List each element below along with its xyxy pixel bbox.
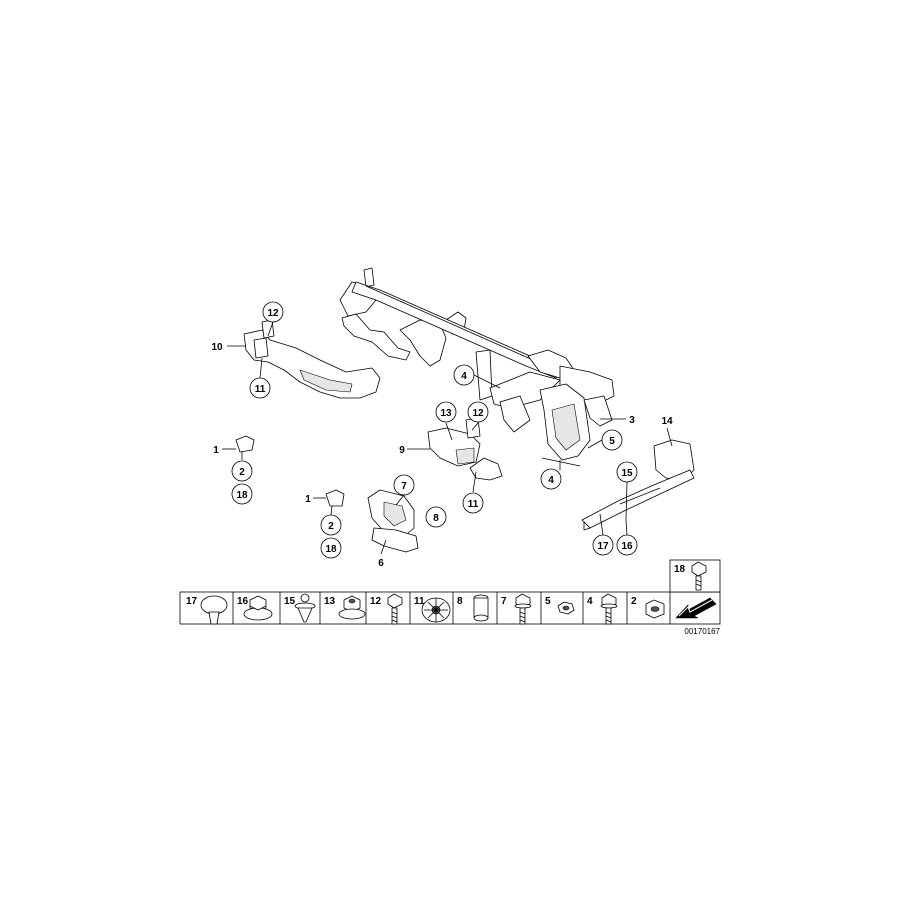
leader-lines [222, 321, 673, 555]
callout-12b: 12 [472, 408, 484, 419]
legend-label-15: 15 [284, 596, 296, 607]
callout-18b: 18 [325, 544, 337, 555]
legend-label-5: 5 [545, 596, 551, 607]
collar-nut-icon [338, 595, 366, 620]
legend-label-17: 17 [186, 596, 198, 607]
legend-label-7: 7 [501, 596, 507, 607]
screw-icon [514, 593, 532, 625]
legend-label-11: 11 [414, 596, 425, 607]
callout-12a: 12 [267, 308, 279, 319]
plug-center [325, 489, 345, 507]
callout-2b: 2 [328, 521, 334, 532]
left-side-support [243, 319, 381, 399]
legend-label-8: 8 [457, 596, 463, 607]
legend-label-4: 4 [587, 596, 593, 607]
callout-5: 5 [609, 436, 615, 447]
callout-4a: 4 [461, 371, 467, 382]
lower-bracket [367, 489, 419, 553]
legend-label-12: 12 [370, 596, 382, 607]
legend-label-16: 16 [237, 596, 249, 607]
spreading-nut-icon [421, 597, 451, 623]
legend-label-18: 18 [674, 564, 686, 575]
rivet-icon [200, 595, 228, 625]
callout-6: 6 [378, 558, 384, 569]
callout-16: 16 [621, 541, 633, 552]
callout-17: 17 [597, 541, 609, 552]
screw-icon [600, 593, 618, 625]
callout-11a: 11 [255, 384, 266, 395]
sleeve-icon [473, 594, 489, 622]
screw-icon [387, 593, 403, 625]
legend-label-13: 13 [324, 596, 336, 607]
callout-15: 15 [621, 468, 633, 479]
bolt-icon [691, 561, 707, 591]
hex-nut-icon [645, 599, 665, 619]
dashboard-cross-member [339, 267, 615, 467]
callout-11b: 11 [468, 499, 479, 510]
legend-label-2: 2 [631, 596, 637, 607]
callout-8: 8 [433, 513, 439, 524]
direction-arrow-icon [675, 597, 717, 619]
callout-13: 13 [440, 408, 452, 419]
callout-2a: 2 [239, 467, 245, 478]
callout-1a: 1 [213, 445, 219, 456]
callout-4b: 4 [548, 475, 554, 486]
callouts: 12 10 11 4 3 5 4 13 12 9 11 14 15 17 16 … [211, 301, 673, 569]
callout-3: 3 [629, 415, 635, 426]
plug-left [235, 435, 255, 453]
fastener-legend: 17 16 15 13 12 11 8 7 5 4 2 18 [179, 559, 721, 625]
callout-1b: 1 [305, 494, 311, 505]
right-duct [581, 439, 695, 531]
part-number: 00170167 [684, 627, 720, 636]
clip-icon [294, 593, 316, 623]
callout-9: 9 [399, 445, 405, 456]
callout-14: 14 [661, 416, 673, 427]
callout-7: 7 [401, 481, 407, 492]
hex-nut-icon [557, 601, 575, 615]
callout-10: 10 [211, 342, 223, 353]
center-bracket [427, 417, 503, 481]
callout-18a: 18 [236, 490, 248, 501]
cap-nut-icon [243, 595, 273, 621]
